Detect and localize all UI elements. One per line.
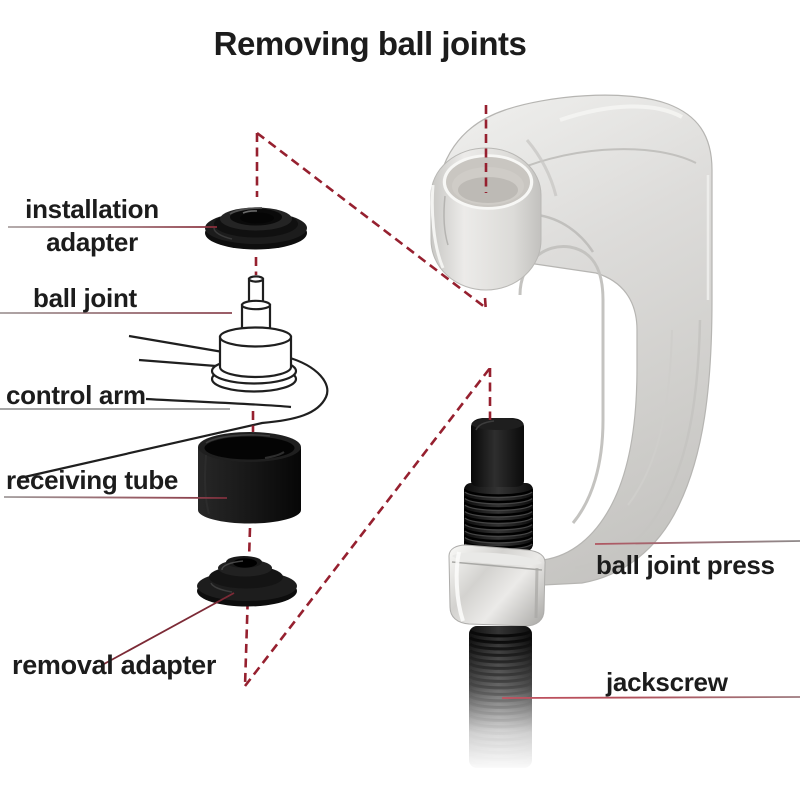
- label-jackscrew: jackscrew: [606, 667, 728, 697]
- dashed-alignment-line-lower-stack: [243, 527, 252, 687]
- dash-diagonal-to-jackscrew: [243, 367, 492, 687]
- removal-adapter-part: [197, 556, 297, 607]
- dashed-alignment-lines: [243, 105, 492, 687]
- jackscrew-threads-lower: [455, 626, 547, 775]
- page-title: Removing ball joints: [213, 25, 527, 62]
- label-receiving-tube: receiving tube: [6, 465, 179, 495]
- label-installation-adapter-line2: adapter: [46, 227, 138, 257]
- label-pointer-lines: [0, 226, 800, 699]
- ball-joint-part: [210, 275, 298, 393]
- pointer-receiving-tube: [3, 496, 228, 499]
- jackscrew-head: [464, 418, 533, 551]
- control-arm-part: [19, 334, 329, 480]
- label-installation-adapter-line1: installation: [25, 194, 159, 224]
- installation-adapter-part: [205, 207, 307, 250]
- dash-below-ring: [483, 297, 488, 313]
- label-removal-adapter: removal adapter: [12, 650, 217, 680]
- dash-diagonal-to-ring: [256, 131, 487, 310]
- press-ring-boss: [430, 147, 542, 291]
- label-control-arm: control arm: [6, 380, 146, 410]
- press-collar: [448, 544, 546, 627]
- pointer-jackscrew: [501, 696, 800, 699]
- pointer-ball-joint-press: [594, 540, 800, 545]
- receiving-tube-part: [198, 432, 301, 524]
- pointer-removal-adapter: [103, 592, 235, 665]
- label-ball-joint-press: ball joint press: [596, 550, 775, 580]
- label-installation-adapter: installation adapter: [6, 193, 178, 259]
- label-ball-joint: ball joint: [33, 283, 137, 313]
